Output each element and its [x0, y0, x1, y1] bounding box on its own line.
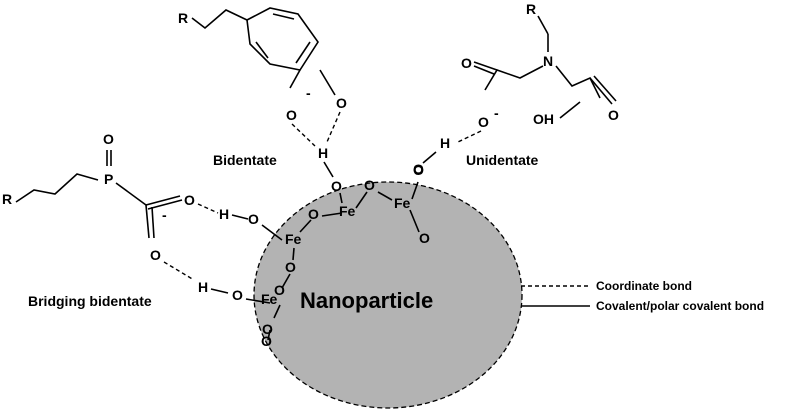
- bridging-p: P: [104, 171, 113, 187]
- surface-fe-4: Fe: [261, 291, 278, 307]
- bidentate-o-left: O: [286, 107, 297, 123]
- unidentate-ligand: R N O O - O OH H O Unidentate: [413, 1, 619, 177]
- nanoparticle-sphere: [253, 181, 523, 409]
- bridging-r: R: [2, 191, 12, 207]
- legend-covalent-label: Covalent/polar covalent bond: [596, 299, 764, 313]
- surface-o-left5: O: [261, 333, 272, 349]
- surface-fe-1: Fe: [339, 203, 356, 219]
- unidentate-minus: -: [494, 105, 499, 121]
- unidentate-ho: OH: [533, 111, 554, 127]
- unidentate-label: Unidentate: [466, 152, 539, 168]
- surface-bonds: [245, 181, 420, 341]
- bridging-label: Bridging bidentate: [28, 293, 152, 309]
- bidentate-h: H: [318, 145, 328, 161]
- bidentate-r: R: [178, 10, 188, 26]
- surface-o-left3: O: [274, 282, 285, 298]
- surface-atoms: O O Fe Fe O O O Fe O O Fe O O: [261, 162, 430, 349]
- surface-o-mid: O: [364, 177, 375, 193]
- bridging-p-o: O: [103, 131, 114, 147]
- bridging-o-surface-lower: O: [232, 287, 243, 303]
- surface-o-top: O: [331, 178, 342, 194]
- surface-fe-3: Fe: [285, 231, 302, 247]
- surface-o-left4: O: [262, 321, 273, 337]
- bidentate-o-right: O: [336, 95, 347, 111]
- surface-o-left2: O: [285, 259, 296, 275]
- unidentate-o-minus: O: [478, 114, 489, 130]
- bridging-ligand: R P O - O O H O H O Bridging bidentate: [2, 131, 259, 309]
- bridging-h-upper: H: [219, 206, 229, 222]
- unidentate-o-acid: O: [608, 107, 619, 123]
- bridging-o-surface-upper: O: [248, 211, 259, 227]
- surface-o-left1: O: [308, 206, 319, 222]
- legend-coordinate-label: Coordinate bond: [596, 279, 692, 293]
- bidentate-minus: -: [306, 85, 311, 101]
- nanoparticle-label: Nanoparticle: [300, 288, 433, 313]
- surface-fe-2: Fe: [394, 195, 411, 211]
- unidentate-r: R: [526, 1, 536, 17]
- unidentate-n: N: [543, 53, 553, 69]
- bridging-o-upper: O: [184, 192, 195, 208]
- surface-o-right-low: O: [419, 230, 430, 246]
- unidentate-h: H: [440, 135, 450, 151]
- bidentate-label: Bidentate: [213, 152, 277, 168]
- bridging-minus: -: [162, 207, 167, 223]
- unidentate-o-double: O: [461, 55, 472, 71]
- surface-o-right: O: [413, 162, 424, 178]
- bridging-h-lower: H: [198, 279, 208, 295]
- bidentate-ligand: R - O O H Bidentate: [178, 7, 347, 178]
- legend: Coordinate bond Covalent/polar covalent …: [521, 279, 764, 313]
- unidentate-o-surface: O: [413, 161, 424, 177]
- bridging-o-lower: O: [150, 247, 161, 263]
